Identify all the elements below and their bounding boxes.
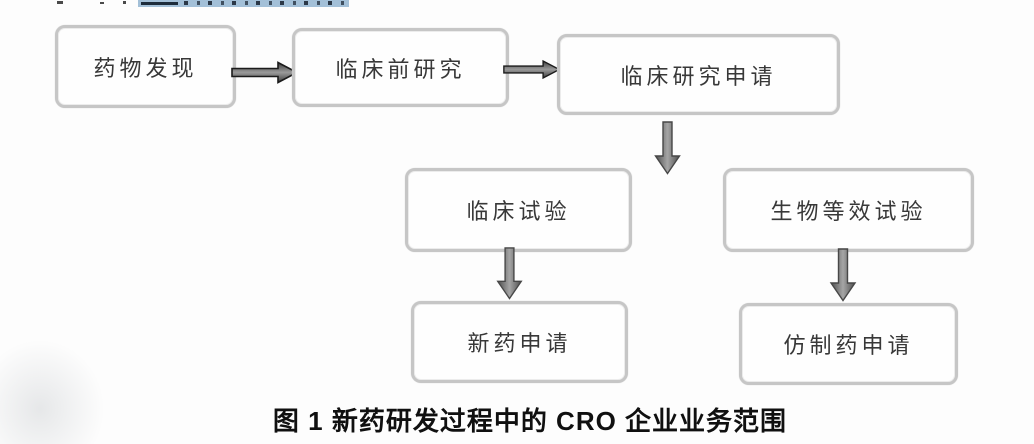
- cropped-text-speck: [57, 1, 63, 4]
- flow-node-bioequivalence-trial: 生物等效试验: [723, 168, 974, 252]
- flow-node-label: 新药申请: [467, 331, 572, 356]
- flow-node-label: 临床研究申请: [620, 63, 777, 89]
- flow-node-label: 药物发现: [93, 55, 198, 81]
- flow-node-clinical-study-application: 临床研究申请: [557, 34, 840, 115]
- flow-node-label: 仿制药申请: [783, 333, 914, 358]
- cropped-text-speck: [123, 1, 126, 4]
- cropped-highlighted-heading: [138, 0, 349, 7]
- flow-node-label: 临床前研究: [335, 56, 466, 82]
- figure-caption: 图 1 新药研发过程中的 CRO 企业业务范围: [272, 406, 788, 436]
- flow-node-label: 临床试验: [466, 199, 571, 224]
- flow-node-label: 生物等效试验: [770, 199, 927, 224]
- arrow-right-icon: [503, 59, 561, 80]
- flow-node-drug-discovery: 药物发现: [55, 25, 236, 108]
- flow-node-new-drug-application: 新药申请: [411, 301, 628, 383]
- flow-node-generic-drug-application: 仿制药申请: [739, 303, 958, 385]
- highlight-underline-mark: [141, 2, 178, 5]
- arrow-down-icon: [654, 121, 681, 175]
- cropped-text-speck: [100, 2, 104, 4]
- arrow-down-icon: [496, 247, 523, 300]
- flow-node-preclinical-research: 临床前研究: [292, 28, 509, 107]
- arrow-down-icon: [829, 248, 857, 302]
- arrow-right-icon: [231, 61, 299, 84]
- flow-node-clinical-trial: 临床试验: [405, 168, 632, 252]
- cropped-glyph-fragments: [184, 1, 344, 5]
